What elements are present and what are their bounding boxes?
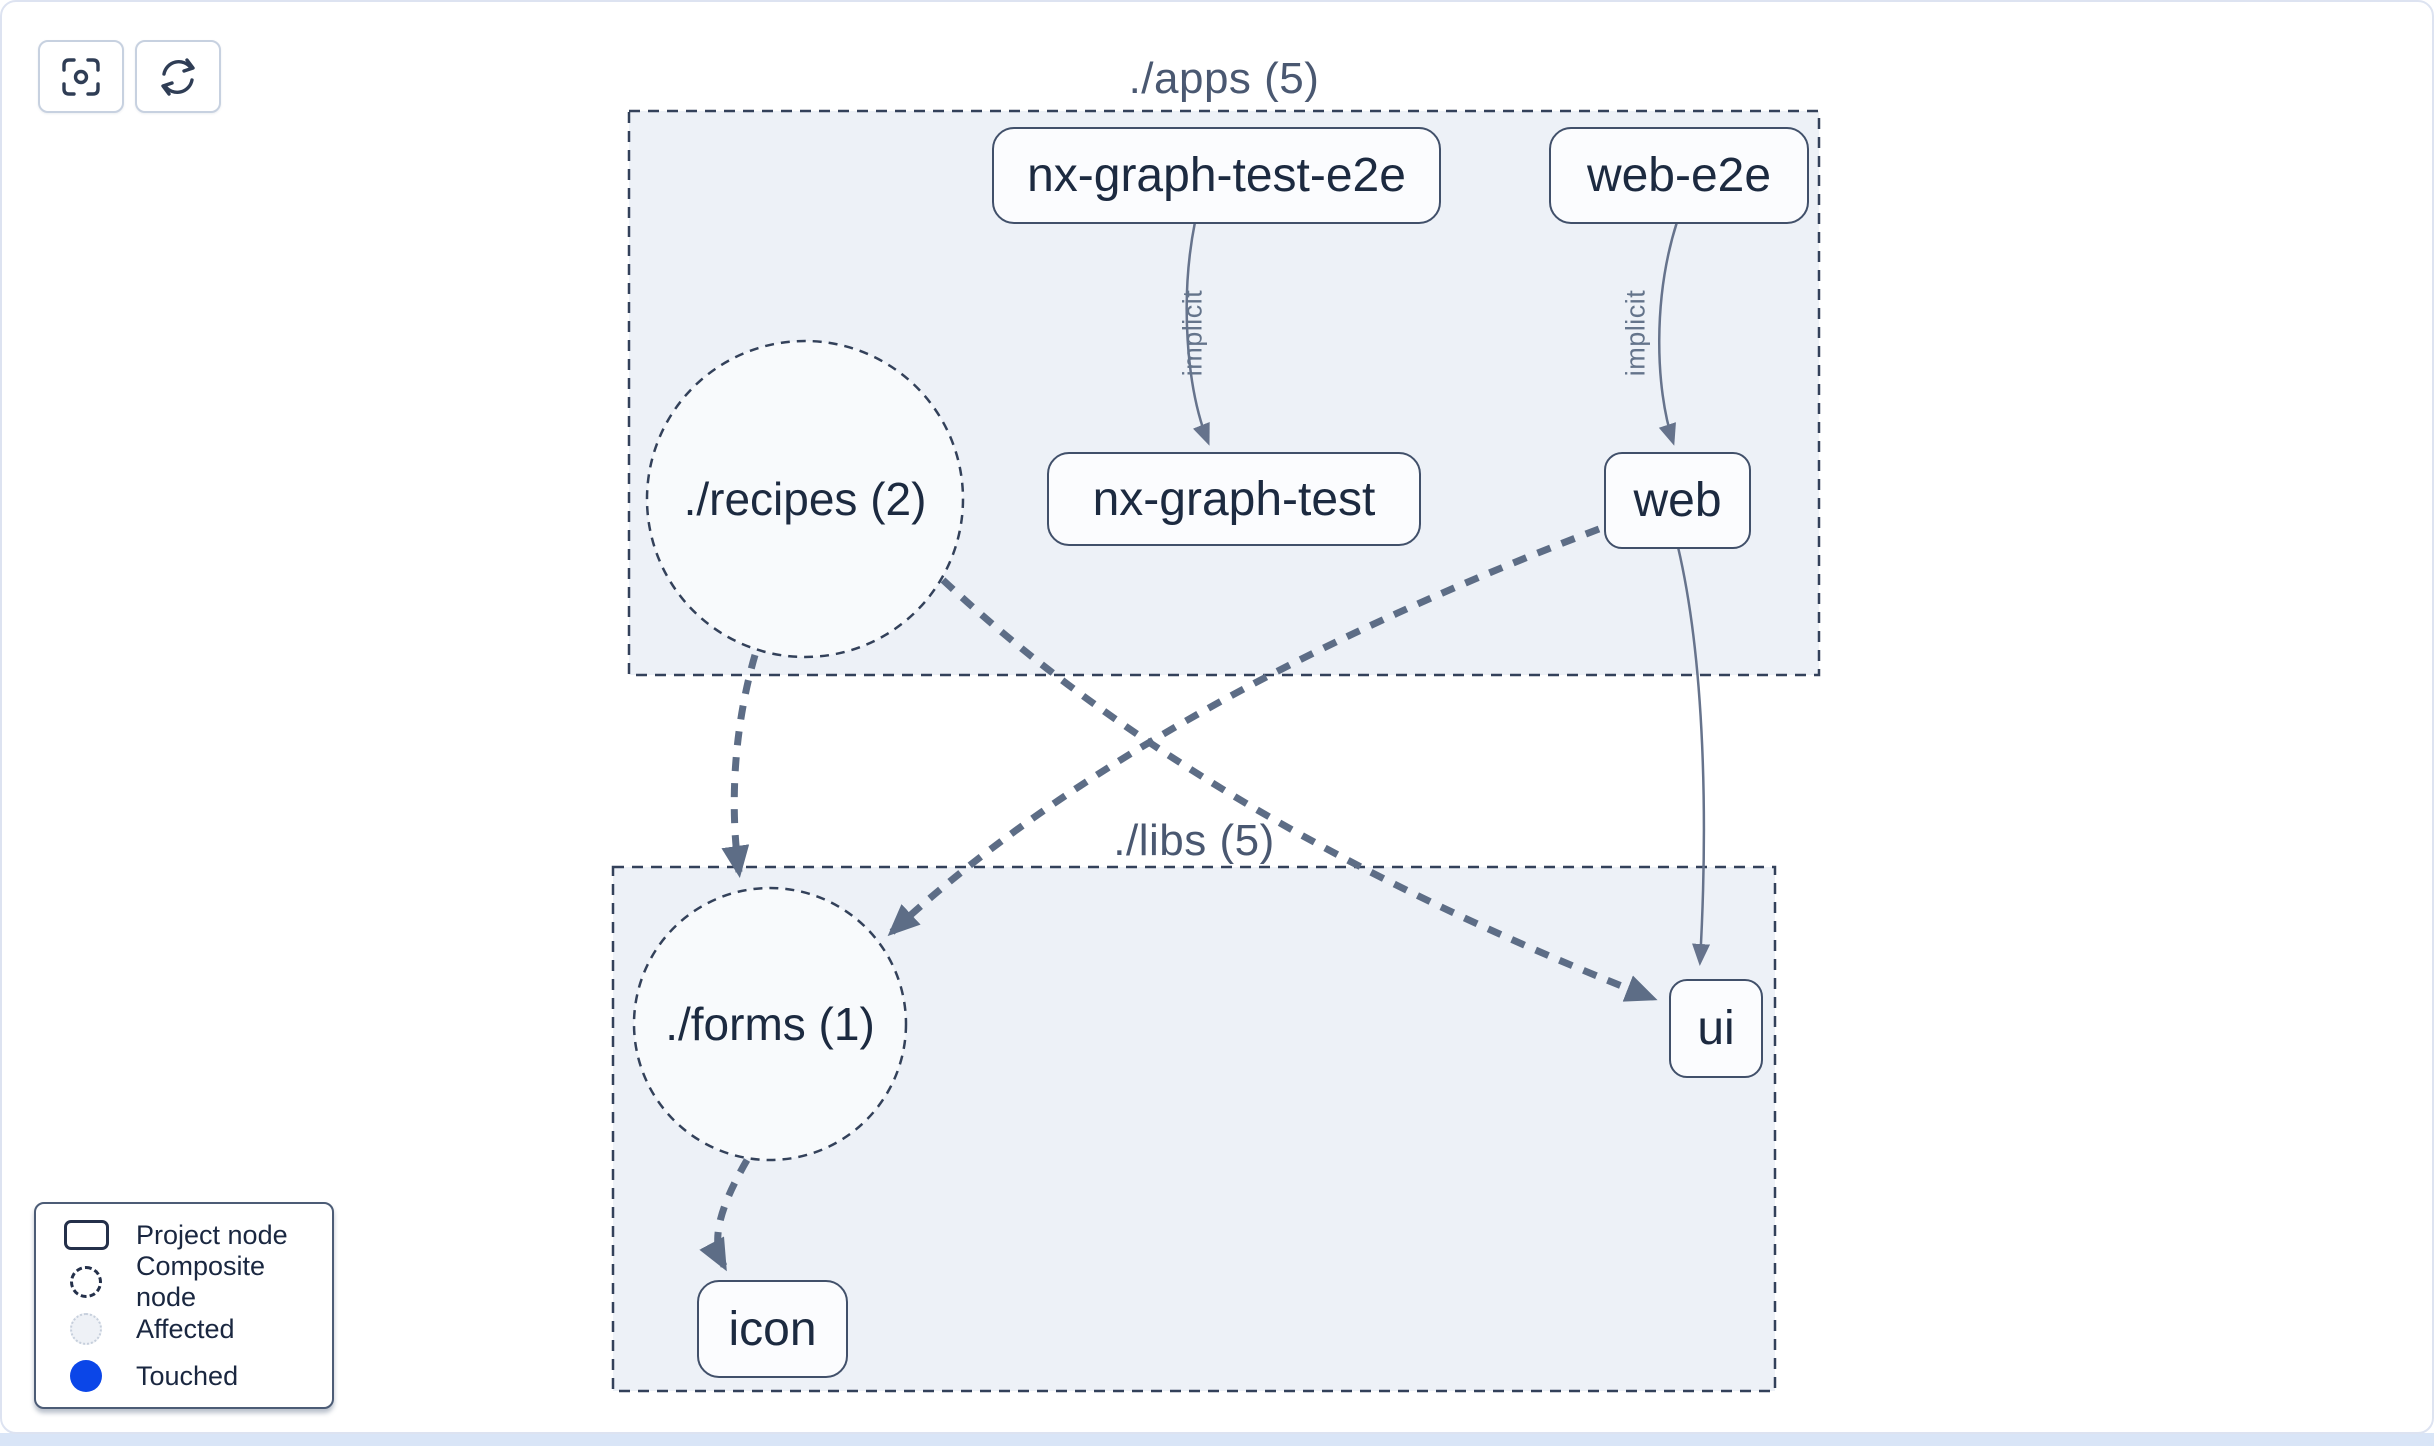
edge-web-to-ui[interactable] xyxy=(1676,546,1711,966)
center-graph-button[interactable] xyxy=(38,40,124,113)
focus-target-icon xyxy=(59,55,103,99)
refresh-graph-button[interactable] xyxy=(135,40,221,113)
composite-node-recipes-label[interactable]: ./recipes (2) xyxy=(683,473,927,525)
refresh-icon xyxy=(156,55,200,99)
composite-node-swatch xyxy=(70,1266,102,1298)
legend-label: Touched xyxy=(136,1360,239,1391)
legend: Project node Composite node Affected Tou… xyxy=(34,1202,334,1409)
edge-label-implicit: implicit xyxy=(1620,289,1651,377)
affected-swatch xyxy=(70,1313,102,1345)
node-icon[interactable]: icon xyxy=(697,1280,848,1378)
node-nx-graph-test[interactable]: nx-graph-test xyxy=(1047,452,1421,546)
composite-node-forms-label[interactable]: ./forms (1) xyxy=(665,998,875,1050)
edge-recipes-to-ui[interactable] xyxy=(940,577,1658,1002)
page-background-strip xyxy=(0,1433,2434,1446)
node-ui[interactable]: ui xyxy=(1669,979,1763,1078)
node-nx-graph-test-e2e[interactable]: nx-graph-test-e2e xyxy=(992,127,1441,224)
edge-web-e2e-to-web[interactable] xyxy=(1658,221,1679,446)
legend-label: Project node xyxy=(136,1219,288,1250)
project-node-swatch xyxy=(63,1220,109,1250)
legend-item-project-node: Project node xyxy=(36,1213,332,1257)
node-web[interactable]: web xyxy=(1604,452,1751,549)
legend-item-affected: Affected xyxy=(36,1307,332,1351)
legend-label: Affected xyxy=(136,1313,235,1344)
node-web-e2e[interactable]: web-e2e xyxy=(1549,127,1809,224)
group-apps-title: ./apps (5) xyxy=(1128,54,1320,103)
edge-forms-to-icon[interactable] xyxy=(699,1158,751,1272)
legend-item-touched: Touched xyxy=(36,1354,332,1398)
legend-item-composite-node: Composite node xyxy=(36,1251,332,1312)
legend-label: Composite node xyxy=(136,1251,266,1312)
group-libs-title: ./libs (5) xyxy=(1113,816,1275,865)
edge-label-implicit: implicit xyxy=(1177,289,1208,377)
edge-web-to-forms[interactable] xyxy=(887,525,1601,937)
touched-swatch xyxy=(70,1360,102,1392)
